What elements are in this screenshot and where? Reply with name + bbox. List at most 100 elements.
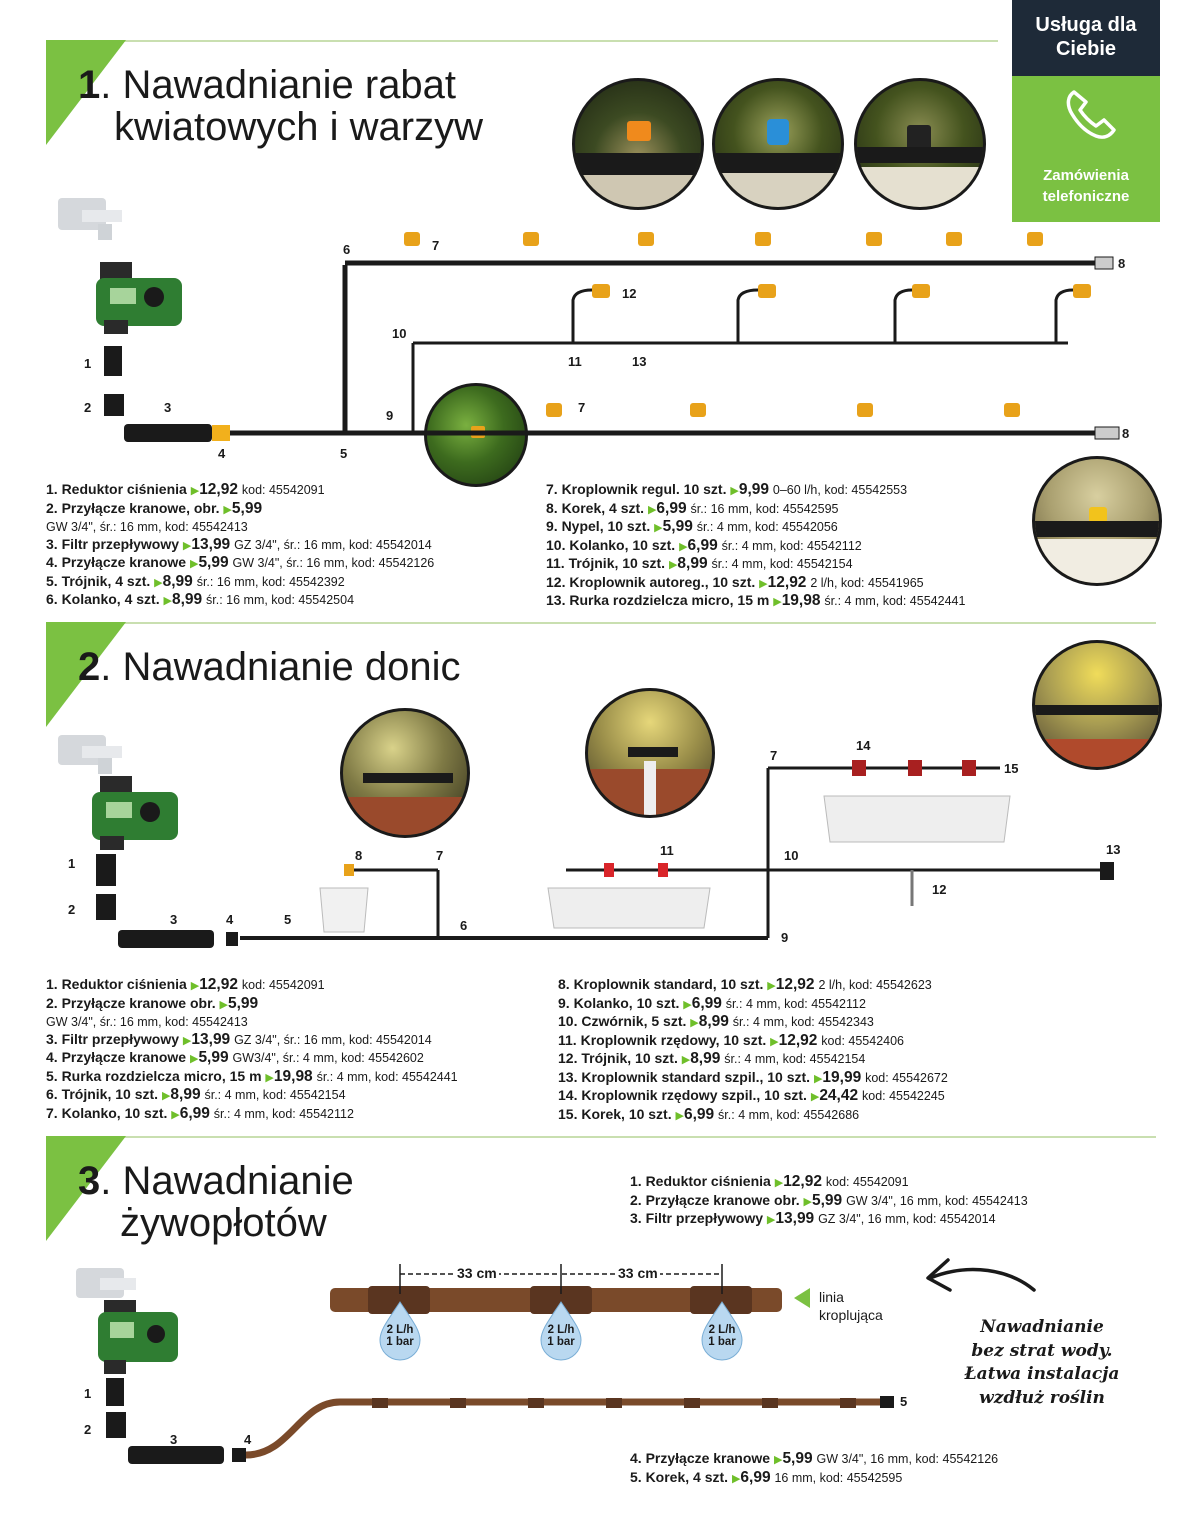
s2-item: 10. Czwórnik, 5 szt. ▶8,99 śr.: 4 mm, ko… xyxy=(558,1013,874,1030)
s1-label-7b: 7 xyxy=(578,400,586,415)
s1-item: 5. Trójnik, 4 szt. ▶8,99 śr.: 16 mm, kod… xyxy=(46,572,345,590)
s1-item: 9. Nypel, 10 szt. ▶5,99 śr.: 4 mm, kod: … xyxy=(546,518,838,535)
s2-item: 6. Trójnik, 10 szt. ▶8,99 śr.: 4 mm, kod… xyxy=(46,1086,346,1103)
section1-diagram xyxy=(58,198,1120,442)
photo-stake-dripper xyxy=(1032,640,1162,770)
s1-item: 4. Przyłącze kranowe ▶5,99 GW 3/4", śr.:… xyxy=(46,554,435,571)
s2-item: 12. Trójnik, 10 szt. ▶8,99 śr.: 4 mm, ko… xyxy=(558,1050,866,1067)
s2-label-6: 6 xyxy=(460,918,468,933)
s2-item: 9. Kolanko, 10 szt. ▶6,99 śr.: 4 mm, kod… xyxy=(558,994,866,1012)
s2-item: 14. Kroplownik rzędowy szpil., 10 szt. ▶… xyxy=(558,1087,945,1104)
photo-tee-connector xyxy=(854,78,986,210)
s3-label-1: 1 xyxy=(84,1386,92,1401)
section3-divider xyxy=(46,1136,1156,1138)
s1-item: 10. Kolanko, 10 szt. ▶6,99 śr.: 4 mm, ko… xyxy=(546,536,862,554)
s1-label-8b: 8 xyxy=(1122,426,1130,441)
section3-triangle xyxy=(46,1136,126,1241)
s3-item: 1. Reduktor ciśnienia ▶12,92 kod: 455420… xyxy=(630,1173,909,1190)
s2-label-3: 3 xyxy=(170,912,178,927)
s3-label-3: 3 xyxy=(170,1432,178,1447)
s1-label-7a: 7 xyxy=(432,238,440,253)
section3-items-top: 1. Reduktor ciśnienia ▶12,92 kod: 455420… xyxy=(630,1173,1028,1229)
section1-triangle xyxy=(46,40,126,145)
s1-label-12: 12 xyxy=(622,286,637,301)
s1-label-5: 5 xyxy=(340,446,348,461)
spacing-label-1: 33 cm xyxy=(455,1265,499,1281)
s2-label-15: 15 xyxy=(1004,761,1019,776)
tap-icon xyxy=(76,1268,136,1298)
s2-label-12: 12 xyxy=(932,882,947,897)
s2-label-4: 4 xyxy=(226,912,234,927)
phone-icon xyxy=(1066,90,1116,139)
water-timer-icon xyxy=(96,262,182,334)
s3-label-5: 5 xyxy=(900,1394,908,1409)
photo-inline-dripper xyxy=(585,688,715,818)
s1-label-9: 9 xyxy=(386,408,394,423)
s2-label-9: 9 xyxy=(781,930,789,945)
s1-item: 12. Kroplownik autoreg., 10 szt. ▶12,92 … xyxy=(546,573,924,591)
s2-label-10: 10 xyxy=(784,848,799,863)
section3-items-bottom: 4. Przyłącze kranowe ▶5,99 GW 3/4", 16 m… xyxy=(630,1450,998,1487)
s3-item: 5. Korek, 4 szt. ▶6,99 16 mm, kod: 45542… xyxy=(630,1468,903,1486)
s2-item: 13. Kroplownik standard szpil., 10 szt. … xyxy=(558,1068,948,1086)
s2-item: GW 3/4", śr.: 16 mm, kod: 45542413 xyxy=(46,1015,248,1029)
water-timer-icon xyxy=(98,1300,178,1374)
s2-label-5: 5 xyxy=(284,912,292,927)
s1-item: 2. Przyłącze kranowe, obr. ▶5,99 xyxy=(46,499,263,517)
handwritten-note: Nawadnianie bez strat wody. Łatwa instal… xyxy=(964,1317,1120,1408)
service-title: Usługa dla Ciebie xyxy=(1035,14,1137,60)
section2-triangle xyxy=(46,622,126,727)
service-box[interactable]: Usługa dla Ciebie Zamówienia telefoniczn… xyxy=(1012,0,1160,222)
s1-label-1: 1 xyxy=(84,356,92,371)
s1-label-10: 10 xyxy=(392,326,407,341)
s2-label-14: 14 xyxy=(856,738,871,753)
tap-icon xyxy=(58,735,122,774)
s3-item: 4. Przyłącze kranowe ▶5,99 GW 3/4", 16 m… xyxy=(630,1450,999,1467)
section3-title: 3. Nawadnianie żywopłotów xyxy=(78,1159,354,1245)
s2-label-1: 1 xyxy=(68,856,76,871)
spacing-label-2: 33 cm xyxy=(616,1265,660,1281)
s1-label-2: 2 xyxy=(84,400,92,415)
section1-title: 1. Nawadnianie rabat kwiatowych i warzyw xyxy=(78,63,483,149)
service-subtitle: Zamówienia telefoniczne xyxy=(1042,167,1130,205)
s2-label-8: 8 xyxy=(355,848,363,863)
photo-dripper-blue xyxy=(712,78,844,210)
s2-item: 3. Filtr przepływowy ▶13,99 GZ 3/4", śr.… xyxy=(46,1030,432,1048)
s2-item: 5. Rurka rozdzielcza micro, 15 m ▶19,98 … xyxy=(46,1067,458,1085)
service-phone-box: Zamówienia telefoniczne xyxy=(1012,76,1160,222)
tap-icon xyxy=(58,198,122,240)
s2-label-7a: 7 xyxy=(436,848,444,863)
s3-item: 2. Przyłącze kranowe obr. ▶5,99 GW 3/4",… xyxy=(630,1191,1028,1209)
s2-label-2: 2 xyxy=(68,902,76,917)
s3-label-4: 4 xyxy=(244,1432,252,1447)
s3-item: 3. Filtr przepływowy ▶13,99 GZ 3/4", 16 … xyxy=(630,1210,996,1227)
water-timer-icon xyxy=(92,776,178,850)
service-title-box: Usługa dla Ciebie xyxy=(1012,0,1160,76)
s2-item: 1. Reduktor ciśnienia ▶12,92 kod: 455420… xyxy=(46,976,325,993)
s2-label-7b: 7 xyxy=(770,748,778,763)
s1-item: 1. Reduktor ciśnienia ▶12,92 kod: 455420… xyxy=(46,481,325,498)
s2-item: 8. Kroplownik standard, 10 szt. ▶12,92 2… xyxy=(558,976,932,993)
section1-items-right: 7. Kroplownik regul. 10 szt. ▶9,99 0–60 … xyxy=(546,481,965,611)
section1-items-left: 1. Reduktor ciśnienia ▶12,92 kod: 455420… xyxy=(46,481,434,610)
photo-pot-dripper xyxy=(340,708,470,838)
section2-diagram xyxy=(58,735,1114,948)
s1-item: 11. Trójnik, 10 szt. ▶8,99 śr.: 4 mm, ko… xyxy=(546,555,853,572)
s1-item: 7. Kroplownik regul. 10 szt. ▶9,99 0–60 … xyxy=(546,481,908,498)
s1-label-4: 4 xyxy=(218,446,226,461)
section2-items-left: 1. Reduktor ciśnienia ▶12,92 kod: 455420… xyxy=(46,976,458,1123)
s1-label-11: 11 xyxy=(568,354,582,369)
s2-label-13: 13 xyxy=(1106,842,1121,857)
s1-label-6: 6 xyxy=(343,242,351,257)
s2-label-11: 11 xyxy=(660,843,674,858)
s1-item: 13. Rurka rozdzielcza micro, 15 m ▶19,98… xyxy=(546,592,966,609)
s2-item: 11. Kroplownik rzędowy, 10 szt. ▶12,92 k… xyxy=(558,1031,905,1049)
section2-items-right: 8. Kroplownik standard, 10 szt. ▶12,92 2… xyxy=(558,976,948,1124)
s2-item: 2. Przyłącze kranowe obr. ▶5,99 xyxy=(46,994,259,1012)
s1-item: 3. Filtr przepływowy ▶13,99 GZ 3/4", śr.… xyxy=(46,535,432,553)
